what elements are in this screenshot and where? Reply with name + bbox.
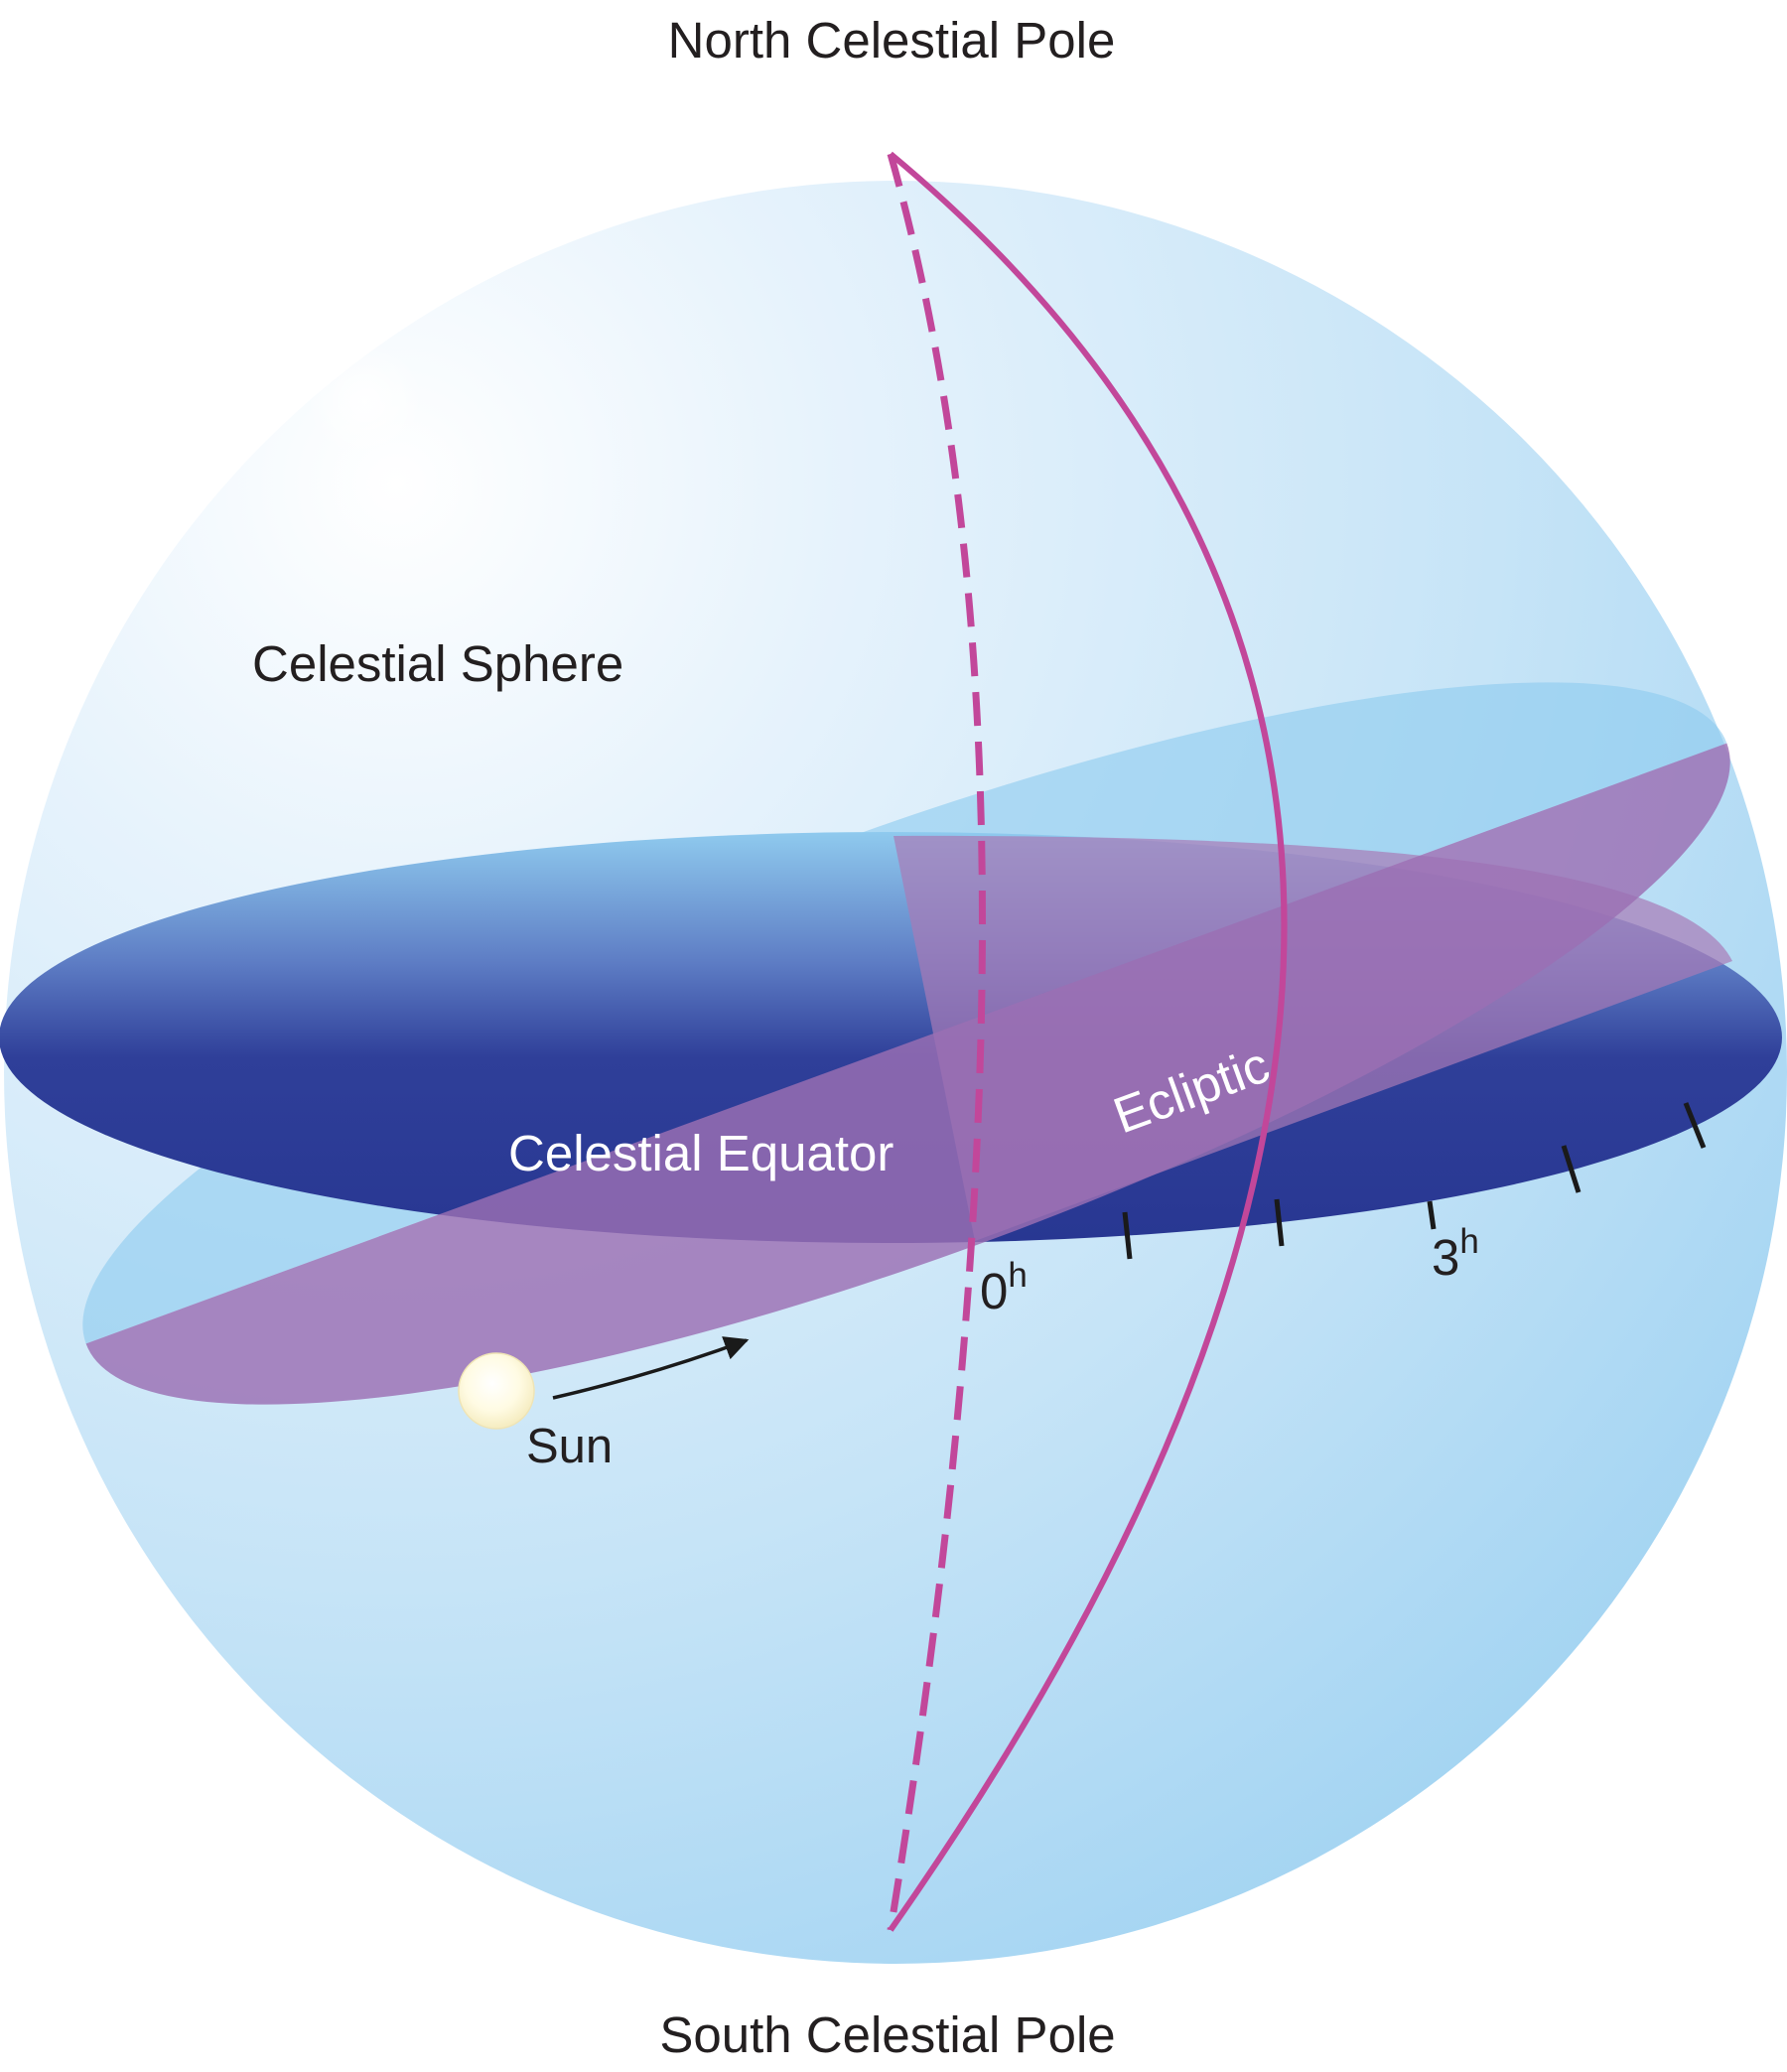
hour-zero-unit: h: [1008, 1256, 1027, 1295]
sun-label: Sun: [526, 1420, 613, 1473]
south-pole-label: South Celestial Pole: [659, 2006, 1115, 2063]
zero-hour-meridian: [887, 153, 986, 1931]
arrow-icon: [552, 1336, 750, 1400]
north-pole-label: North Celestial Pole: [668, 12, 1116, 69]
hour-zero-label: 0h: [980, 1256, 1028, 1319]
hour-tick: [1427, 1200, 1437, 1230]
hour-ticks: [1122, 1102, 1707, 1260]
hour-three-label: 3h: [1432, 1222, 1479, 1286]
sphere-highlight: [306, 343, 425, 462]
hour-three-value: 3: [1432, 1229, 1459, 1286]
hour-three-unit: h: [1459, 1222, 1478, 1261]
celestial-sphere-label: Celestial Sphere: [252, 635, 623, 692]
three-hour-meridian: [888, 151, 1288, 1932]
sun-icon: [458, 1352, 535, 1430]
hour-zero-value: 0: [980, 1263, 1008, 1319]
hour-tick: [1274, 1198, 1285, 1247]
hour-tick: [1683, 1102, 1707, 1149]
hour-tick: [1122, 1211, 1133, 1260]
celestial-equator-label: Celestial Equator: [508, 1125, 894, 1181]
hour-tick: [1561, 1145, 1581, 1193]
